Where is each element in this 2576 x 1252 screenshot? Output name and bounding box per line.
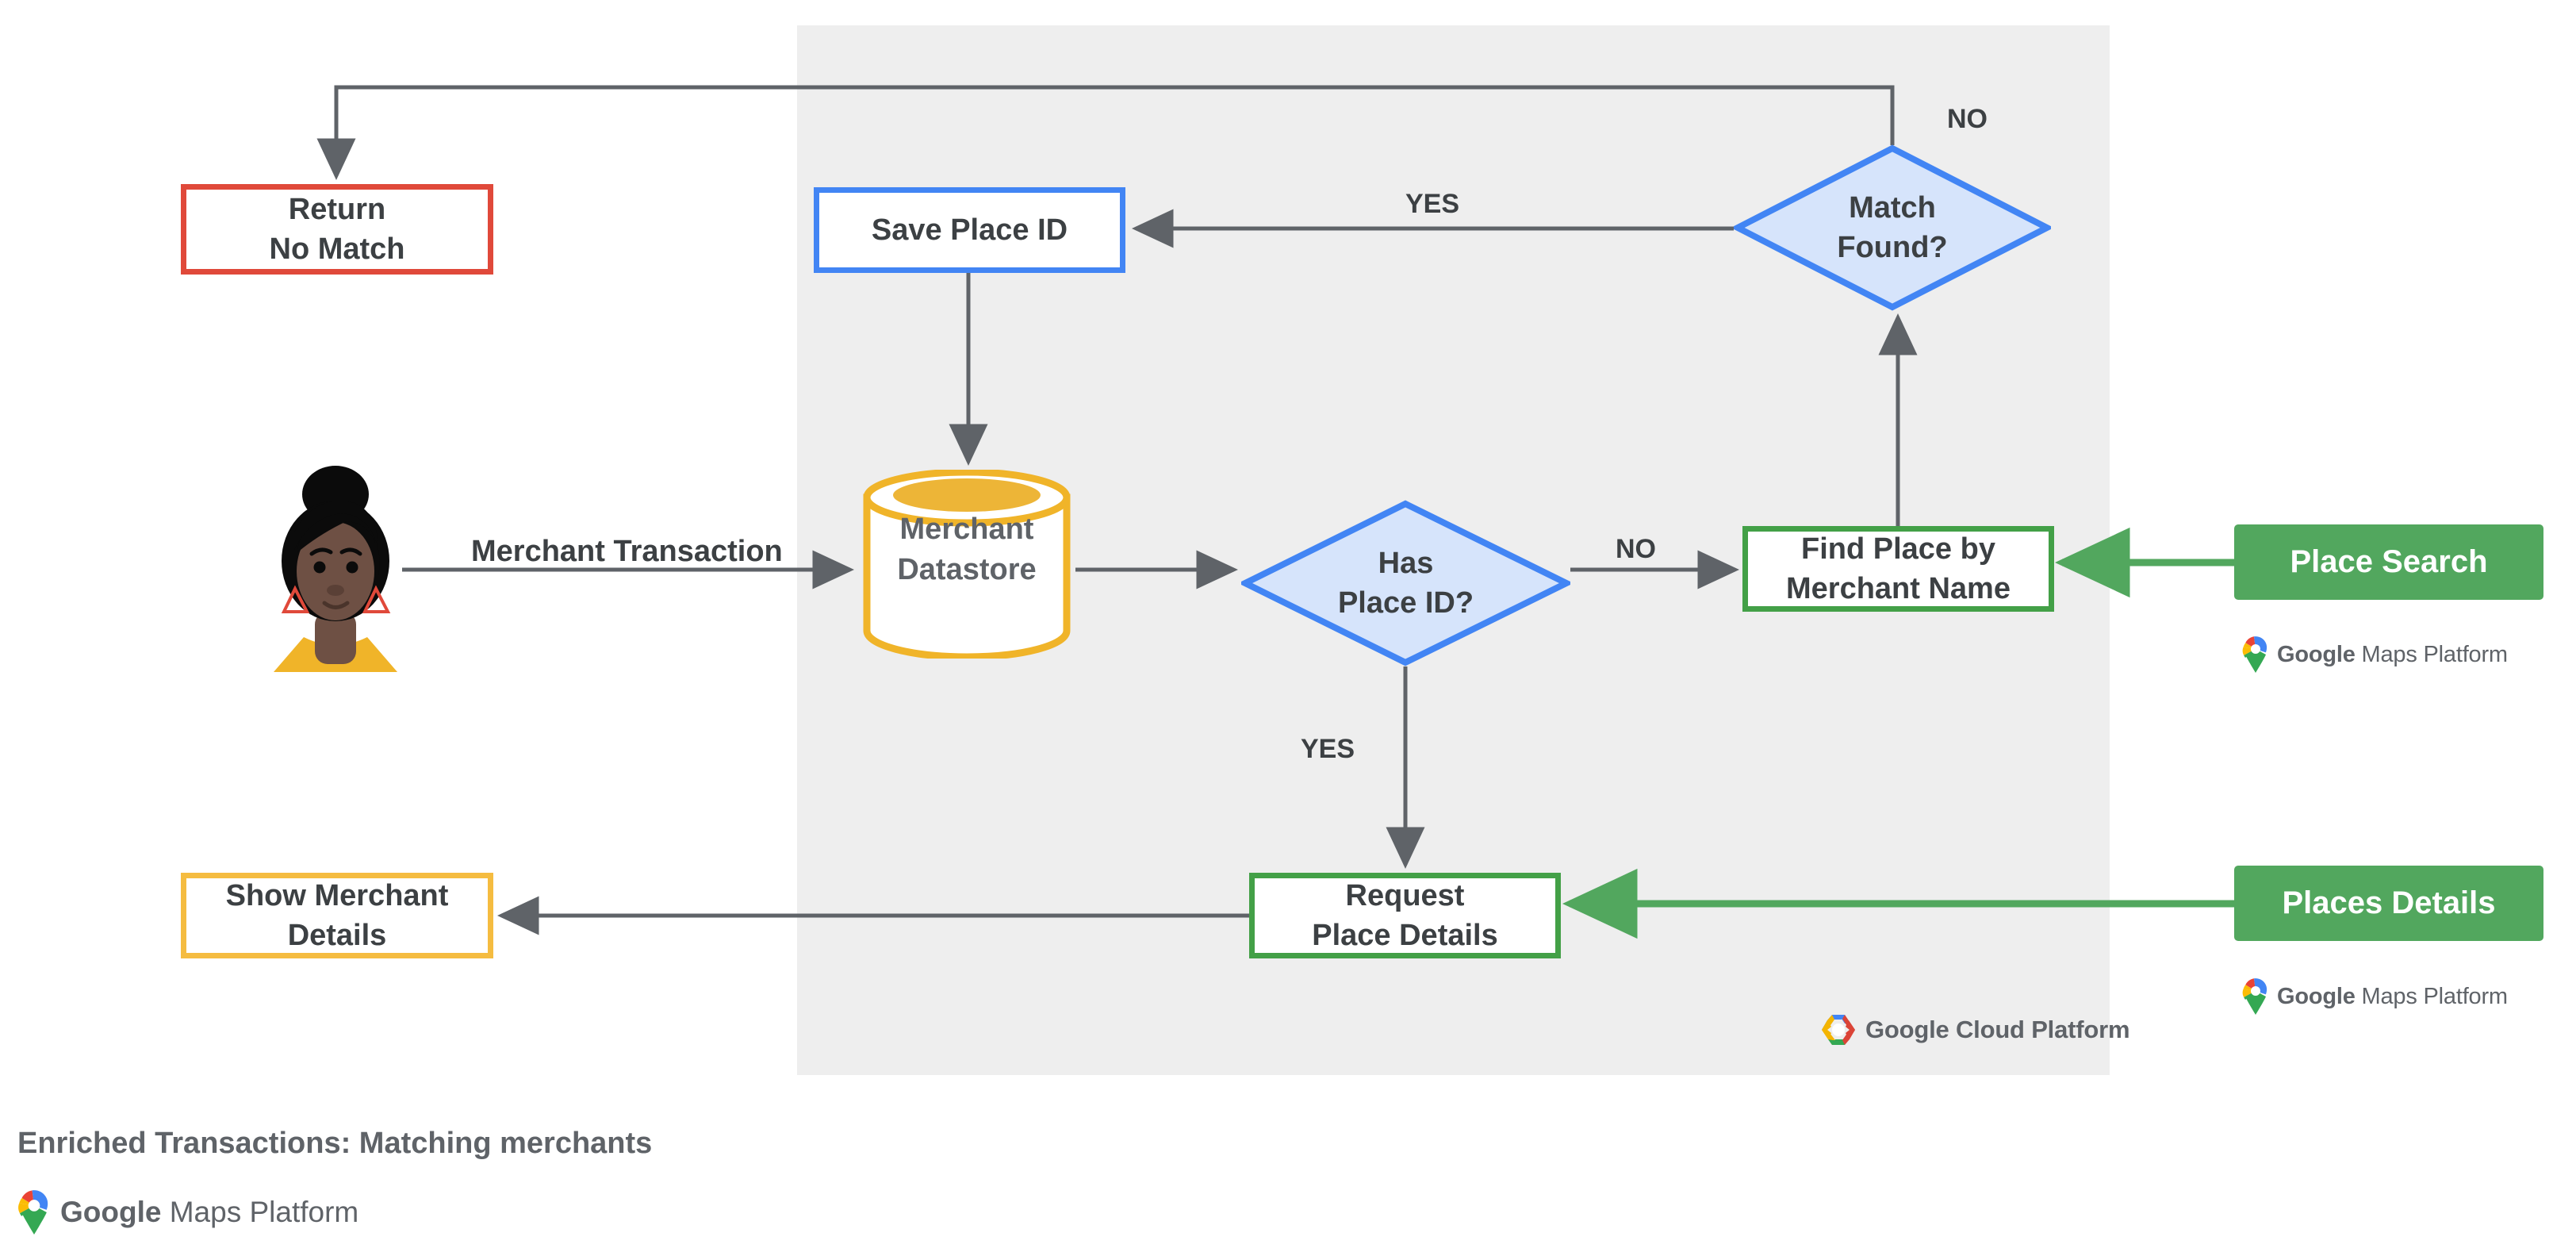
node-show-merchant-details[interactable]: Show Merchant Details xyxy=(181,873,493,958)
gmp-lockup-text: Google Maps Platform xyxy=(2277,641,2508,667)
node-has-place-id-label: Has Place ID? xyxy=(1337,546,1474,620)
gcp-lockup-text: Google Cloud Platform xyxy=(1865,1016,2130,1043)
cylinder-shape xyxy=(863,470,1071,659)
google-maps-platform-lockup-place-search: Google Maps Platform xyxy=(2242,636,2508,673)
edge-label-yes-mid: YES xyxy=(1301,734,1355,764)
api-button-places-details-label: Places Details xyxy=(2282,885,2496,920)
gmp-lockup-text: Google Maps Platform xyxy=(2277,983,2508,1009)
edge-label-no-top: NO xyxy=(1947,104,1988,134)
node-find-place-by-merchant-name[interactable]: Find Place by Merchant Name xyxy=(1742,526,2054,612)
google-maps-platform-lockup-places-details: Google Maps Platform xyxy=(2242,978,2508,1015)
diamond-shape xyxy=(1241,500,1570,666)
gmp-footer-text: Google Maps Platform xyxy=(60,1196,359,1228)
avatar-illustration xyxy=(274,466,397,672)
node-has-place-id[interactable]: Has Place ID? xyxy=(1241,500,1570,666)
api-button-places-details[interactable]: Places Details xyxy=(2234,866,2543,941)
node-return-no-match-label: Return No Match xyxy=(269,192,405,266)
node-request-place-details[interactable]: Request Place Details xyxy=(1249,873,1561,958)
api-button-place-search-label: Place Search xyxy=(2290,544,2488,579)
node-match-found[interactable]: Match Found? xyxy=(1734,144,2051,311)
api-button-place-search[interactable]: Place Search xyxy=(2234,524,2543,600)
node-show-merchant-details-label: Show Merchant Details xyxy=(225,878,449,952)
google-maps-pin-icon xyxy=(18,1190,48,1235)
google-maps-pin-icon xyxy=(2242,978,2267,1015)
node-find-place-label: Find Place by Merchant Name xyxy=(1786,532,2011,605)
google-maps-pin-icon xyxy=(2242,636,2267,673)
node-save-place-id[interactable]: Save Place ID xyxy=(814,187,1125,273)
node-merchant-datastore-label: Merchant Datastore xyxy=(897,513,1037,586)
google-maps-platform-footer-lockup: Google Maps Platform xyxy=(17,1190,358,1235)
diagram-caption: Enriched Transactions: Matching merchant… xyxy=(17,1127,653,1160)
edge-label-merchant-transaction: Merchant Transaction xyxy=(471,535,783,568)
node-return-no-match[interactable]: Return No Match xyxy=(181,184,493,275)
node-match-found-label: Match Found? xyxy=(1837,190,1948,264)
node-request-place-details-label: Request Place Details xyxy=(1312,878,1498,952)
google-cloud-platform-hexagon-icon xyxy=(1822,1015,1855,1045)
node-merchant-datastore[interactable]: Merchant Datastore xyxy=(861,470,1073,659)
google-cloud-platform-lockup: Google Cloud Platform xyxy=(1820,1013,2130,1047)
node-save-place-id-label: Save Place ID xyxy=(871,213,1068,247)
merchant-user-avatar-icon xyxy=(264,456,407,678)
edge-label-yes-top: YES xyxy=(1405,189,1460,219)
diamond-shape xyxy=(1734,144,2051,311)
edge-label-no-mid: NO xyxy=(1616,534,1656,564)
